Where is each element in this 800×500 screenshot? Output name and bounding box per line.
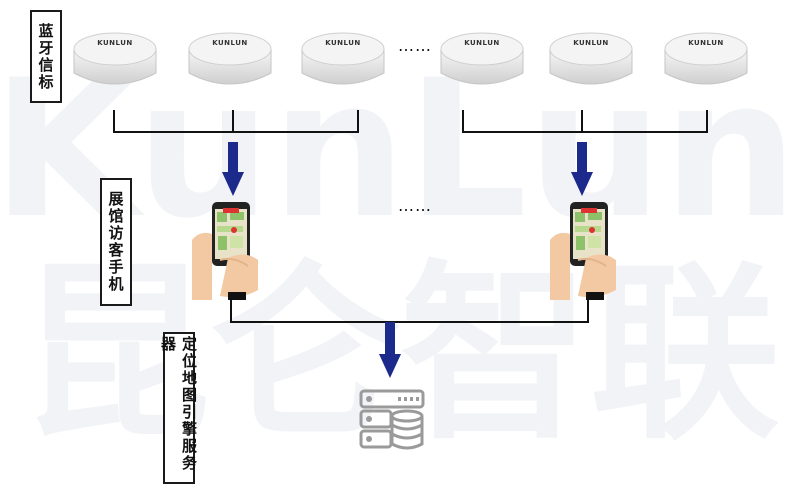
beacon-5: KUNLUN <box>546 25 636 91</box>
label-bluetooth-beacon: 蓝牙信标 <box>30 10 62 103</box>
beacon-3: KUNLUN <box>298 25 388 91</box>
beacon-brand: KUNLUN <box>97 39 133 47</box>
bluetooth-beacon-icon <box>549 32 633 85</box>
beacon-brand: KUNLUN <box>688 39 724 47</box>
bluetooth-beacon-icon <box>301 32 385 85</box>
bluetooth-beacon-icon <box>73 32 157 85</box>
hand-holding-phone-icon <box>192 202 258 300</box>
label-map-server: 定位地图引擎服务器 <box>159 332 198 484</box>
label-map-server-text: 定位地图引擎服务器 <box>159 336 198 472</box>
beacon-brand: KUNLUN <box>573 39 609 47</box>
bracket-left <box>113 110 359 133</box>
arrow-down-icon <box>379 322 401 378</box>
beacon-brand: KUNLUN <box>464 39 500 47</box>
label-bluetooth-beacon-text: 蓝牙信标 <box>36 22 55 91</box>
map-engine-server <box>358 388 426 454</box>
bluetooth-beacon-icon <box>188 32 272 85</box>
arrow-down-icon <box>571 142 593 196</box>
beacon-brand: KUNLUN <box>325 39 361 47</box>
label-visitor-phone-text: 展馆访客手机 <box>106 191 125 293</box>
beacon-1: KUNLUN <box>70 25 160 91</box>
visitor-phone-2 <box>548 200 618 300</box>
bracket-bottom <box>230 300 589 323</box>
ellipsis-phones: …… <box>398 196 432 215</box>
bluetooth-beacon-icon <box>664 32 748 85</box>
bluetooth-beacon-icon <box>440 32 524 85</box>
visitor-phone-1 <box>190 200 260 300</box>
ellipsis-beacons: …… <box>398 36 432 55</box>
beacon-6: KUNLUN <box>661 25 751 91</box>
hand-holding-phone-icon <box>550 202 616 300</box>
beacon-2: KUNLUN <box>185 25 275 91</box>
beacon-brand: KUNLUN <box>212 39 248 47</box>
server-database-icon <box>359 389 425 450</box>
beacon-4: KUNLUN <box>437 25 527 91</box>
arrow-down-icon <box>222 142 244 196</box>
label-visitor-phone: 展馆访客手机 <box>100 178 132 306</box>
bracket-right <box>462 110 708 133</box>
